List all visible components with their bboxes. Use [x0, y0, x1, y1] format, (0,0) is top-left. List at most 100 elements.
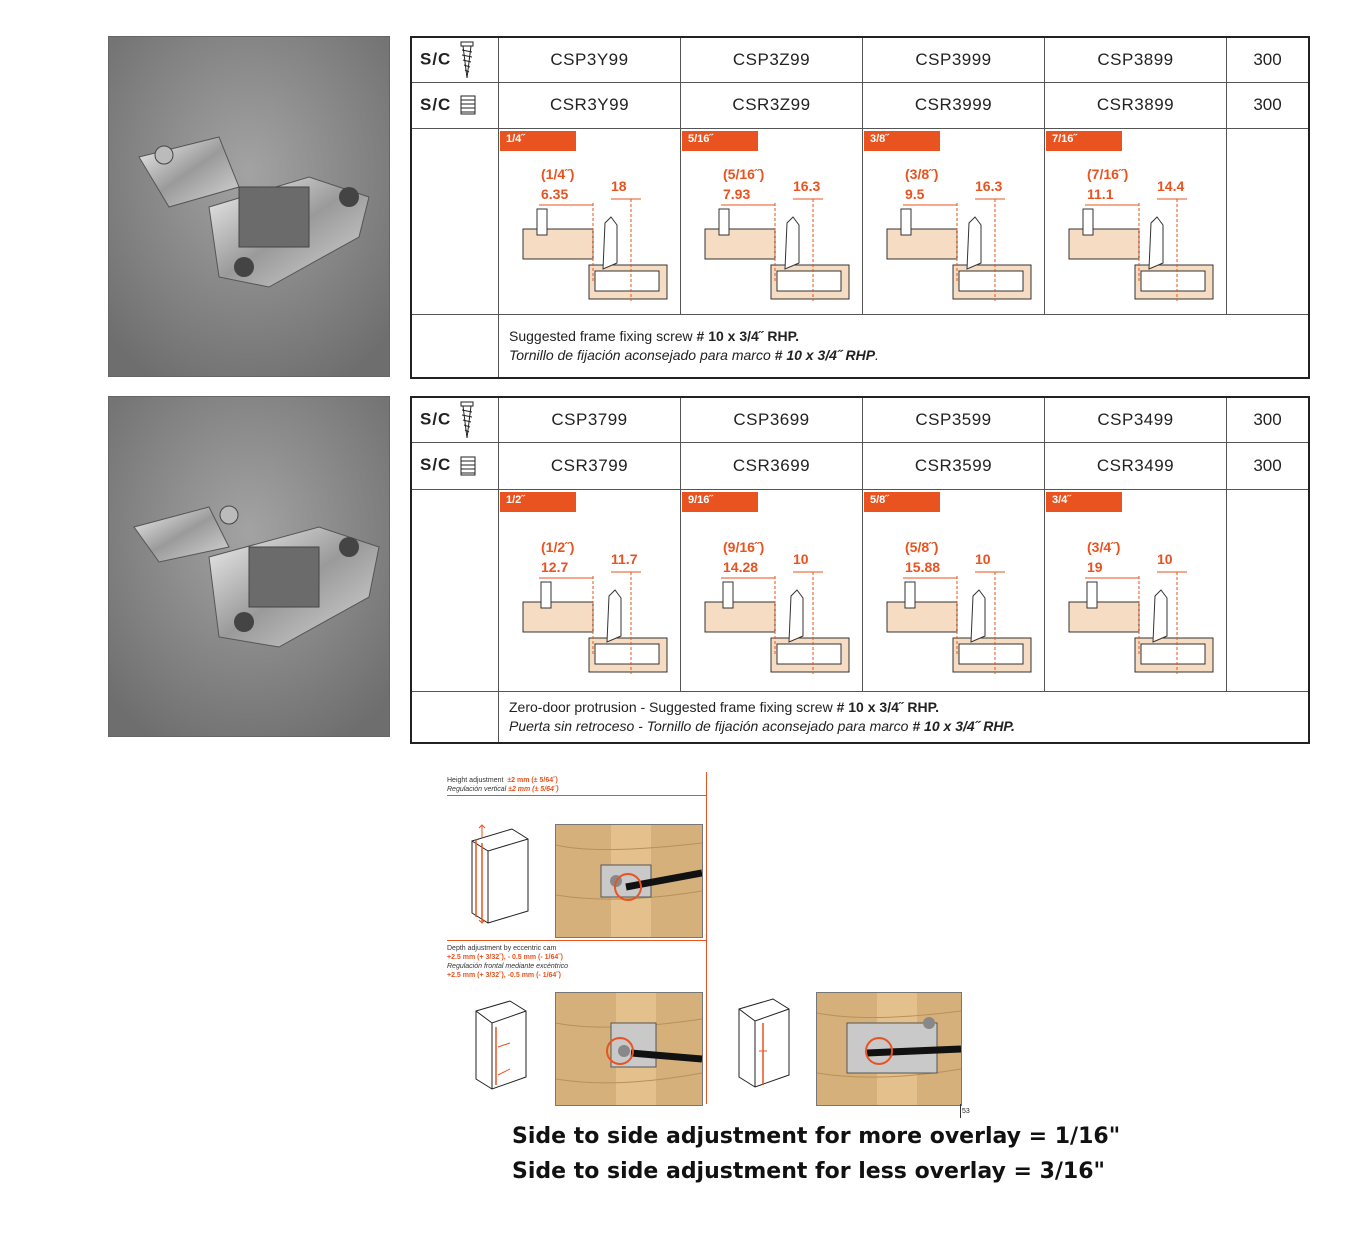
screw-note: Suggested frame fixing screw # 10 x 3/4˝… — [498, 313, 1310, 379]
product-code: CSP3Z99 — [680, 36, 863, 83]
height-adjustment-caption: Height adjustment ±2 mm (± 5/64˝) Regula… — [447, 776, 697, 794]
section-divider — [447, 795, 706, 796]
door-panel — [704, 601, 776, 632]
product-code: CSP3599 — [862, 396, 1045, 443]
overlay-mm-label: 19 — [1087, 559, 1103, 575]
product-code: CSP3899 — [1044, 36, 1227, 83]
overlay-fraction-label: (1/4˝) — [541, 166, 574, 182]
note-es-screw: # 10 x 3/4˝ RHP — [774, 346, 876, 363]
side-adjust-photo — [816, 992, 962, 1106]
screw-type-cell: S/C — [410, 396, 499, 443]
depth-es-value: +2.5 mm (+ 3/32˝), -0.5 mm (- 1/64˝) — [447, 972, 561, 979]
depth-adjustment-caption: Depth adjustment by eccentric cam +2.5 m… — [447, 944, 702, 980]
hinge-arm — [1148, 215, 1164, 270]
spec-table-1: S/C CSP3Y99 CSP3Z99 CSP3999 CSP3899 300 … — [410, 36, 1310, 379]
sc-label: S/C — [420, 455, 452, 475]
hinge-cup — [1082, 208, 1094, 235]
height-en: Height adjustment — [447, 777, 504, 784]
dowel-type-cell: S/C — [410, 441, 499, 490]
more-overlay-note: Side to side adjustment for more overlay… — [512, 1124, 1121, 1149]
wood-screw-icon — [460, 41, 474, 78]
frame-recess — [1140, 270, 1206, 291]
frame-recess — [776, 643, 842, 664]
overlay-badge: 9/16˝ — [682, 491, 758, 512]
depth-en: Depth adjustment by eccentric cam — [447, 945, 557, 952]
product-code: CSR3799 — [498, 441, 681, 490]
hinge-arm — [602, 215, 618, 270]
door-panel — [1068, 228, 1140, 259]
product-code: CSP3Y99 — [498, 36, 681, 83]
note-en: Zero-door protrusion - Suggested frame f… — [509, 698, 837, 715]
overlay-badge: 7/16˝ — [1046, 130, 1122, 151]
overlay-mm-label: 12.7 — [541, 559, 568, 575]
frame-recess — [776, 270, 842, 291]
hinge-cup — [536, 208, 548, 235]
product-code: CSR3Z99 — [680, 81, 863, 129]
cabinet-depth-icon — [475, 1000, 527, 1090]
frame-recess — [594, 643, 660, 664]
sc-label: S/C — [420, 94, 452, 114]
empty-cell — [1226, 488, 1310, 692]
door-panel — [522, 601, 594, 632]
gap-mm-label: 16.3 — [793, 178, 820, 194]
note-es: Puerta sin retroceso - Tornillo de fijac… — [509, 717, 913, 734]
hinge-cup — [1086, 581, 1098, 608]
gap-mm-label: 10 — [1157, 551, 1173, 567]
note-es-suffix: . — [875, 346, 879, 363]
height-es: Regulación vertical — [447, 786, 507, 793]
overlay-mm-label: 9.5 — [905, 186, 925, 202]
frame-recess — [594, 270, 660, 291]
empty-cell — [410, 313, 499, 379]
gap-mm-label: 14.4 — [1157, 178, 1184, 194]
screw-type-cell: S/C — [410, 36, 499, 83]
section-divider — [447, 940, 706, 941]
door-panel — [1068, 601, 1140, 632]
overlay-mm-label: 11.1 — [1087, 186, 1114, 202]
package-qty: 300 — [1226, 396, 1310, 443]
empty-cell — [410, 127, 499, 315]
overlay-diagram: 5/16˝ (5/16˝) 7.93 16.3 — [680, 127, 863, 315]
overlay-fraction-label: (1/2˝) — [541, 539, 574, 555]
hinge-arm — [606, 588, 622, 643]
hinge-arm — [1152, 588, 1168, 643]
hinge-cup — [722, 581, 734, 608]
overlay-mm-label: 7.93 — [723, 186, 750, 202]
overlay-fraction-label: (9/16˝) — [723, 539, 764, 555]
door-panel — [886, 228, 958, 259]
product-code: CSR3999 — [862, 81, 1045, 129]
page-number: 53 — [962, 1108, 970, 1115]
overlay-badge: 3/8˝ — [864, 130, 940, 151]
hinge-arm — [784, 215, 800, 270]
height-adjust-photo — [555, 824, 703, 938]
overlay-badge: 5/16˝ — [682, 130, 758, 151]
gap-mm-label: 10 — [975, 551, 991, 567]
door-panel — [886, 601, 958, 632]
hinge-cup — [904, 581, 916, 608]
product-code: CSP3699 — [680, 396, 863, 443]
overlay-mm-label: 6.35 — [541, 186, 568, 202]
hinge-cup — [900, 208, 912, 235]
hinge-cup — [540, 581, 552, 608]
overlay-mm-label: 14.28 — [723, 559, 758, 575]
package-qty: 300 — [1226, 36, 1310, 83]
package-qty: 300 — [1226, 81, 1310, 129]
overlay-badge: 1/4˝ — [500, 130, 576, 151]
overlay-fraction-label: (3/4˝) — [1087, 539, 1120, 555]
note-es: Tornillo de fijación aconsejado para mar… — [509, 346, 775, 363]
door-panel — [522, 228, 594, 259]
frame-recess — [1140, 643, 1206, 664]
product-code: CSR3599 — [862, 441, 1045, 490]
hinge-arm — [788, 588, 804, 643]
overlay-fraction-label: (5/16˝) — [723, 166, 764, 182]
hinge-arm — [966, 215, 982, 270]
sc-label: S/C — [420, 409, 452, 429]
dowel-icon — [460, 95, 476, 115]
depth-en-value: +2.5 mm (+ 3/32˝), - 0.5 mm (- 1/64˝) — [447, 954, 563, 961]
overlay-badge: 5/8˝ — [864, 491, 940, 512]
product-code: CSR3899 — [1044, 81, 1227, 129]
